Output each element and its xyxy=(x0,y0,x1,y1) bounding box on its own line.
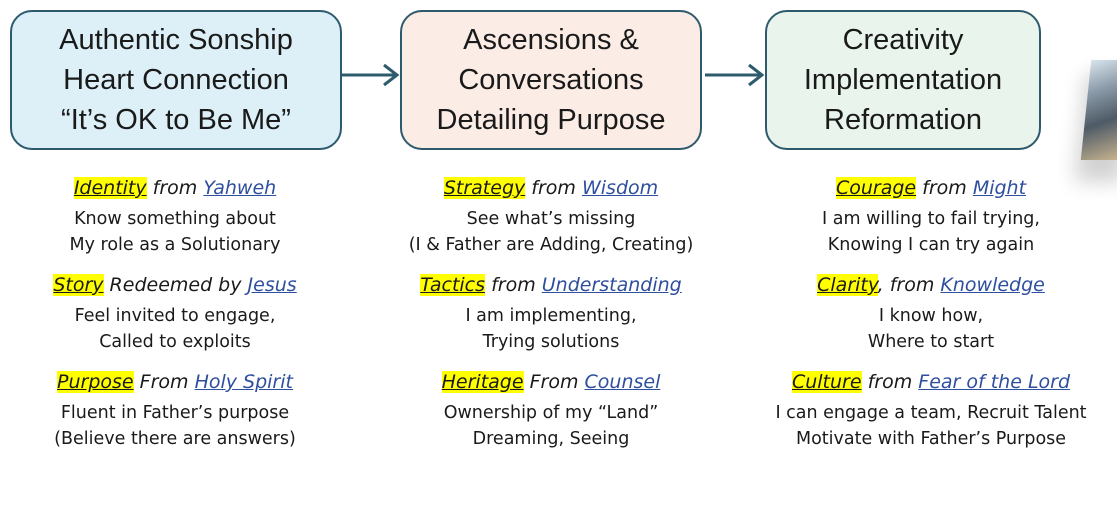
description: I am implementing, Trying solutions xyxy=(370,303,732,355)
description: Ownership of my “Land” Dreaming, Seeing xyxy=(370,400,732,452)
connector: from xyxy=(916,177,973,199)
attribute-line: Identity from Yahweh xyxy=(10,173,340,203)
attribute-line: Culture from Fear of the Lord xyxy=(745,367,1117,397)
attribute-line: Heritage From Counsel xyxy=(370,367,732,397)
box-line: Detailing Purpose xyxy=(436,104,666,136)
box-line: Implementation xyxy=(803,64,1003,96)
description-line: Dreaming, Seeing xyxy=(472,429,630,449)
source-link[interactable]: Jesus xyxy=(247,274,297,296)
source-link[interactable]: Fear of the Lord xyxy=(918,371,1071,393)
connector: from xyxy=(525,177,582,199)
connector: From xyxy=(133,371,195,393)
description-line: I can engage a team, Recruit Talent xyxy=(775,403,1087,423)
description: Fluent in Father’s purpose (Believe there… xyxy=(10,400,340,452)
source-link[interactable]: Holy Spirit xyxy=(194,371,293,393)
description: Feel invited to engage, Called to exploit… xyxy=(10,303,340,355)
source-link[interactable]: Understanding xyxy=(541,274,682,296)
keyword: Identity xyxy=(73,177,147,199)
attribute-line: Purpose From Holy Spirit xyxy=(10,367,340,397)
description: Know something about My role as a Solutio… xyxy=(10,206,340,258)
description: I am willing to fail trying, Knowing I ca… xyxy=(745,206,1117,258)
box-line: Ascensions & xyxy=(463,24,639,56)
attribute-line: Story Redeemed by Jesus xyxy=(10,270,340,300)
decorative-photo xyxy=(1080,60,1117,160)
description-line: Ownership of my “Land” xyxy=(443,403,659,423)
source-link[interactable]: Counsel xyxy=(584,371,661,393)
box-line: Authentic Sonship xyxy=(59,24,293,56)
description-line: (I & Father are Adding, Creating) xyxy=(408,235,694,255)
description-line: I am willing to fail trying, xyxy=(822,209,1040,229)
attribute-line: Clarity, from Knowledge xyxy=(745,270,1117,300)
connector: from xyxy=(861,371,919,393)
arrow-right-icon xyxy=(705,63,765,87)
keyword: Courage xyxy=(835,177,917,199)
column-ascensions: Strategy from Wisdom See what’s missing (… xyxy=(370,173,732,464)
box-line: Heart Connection xyxy=(63,64,289,96)
box-line: Creativity xyxy=(842,24,964,56)
keyword: Story xyxy=(53,274,104,296)
keyword: Purpose xyxy=(57,371,134,393)
source-link[interactable]: Wisdom xyxy=(581,177,659,199)
source-link[interactable]: Might xyxy=(972,177,1027,199)
description-line: Knowing I can try again xyxy=(827,235,1035,255)
keyword: Culture xyxy=(791,371,862,393)
box-line: “It’s OK to Be Me” xyxy=(61,104,291,136)
description-line: See what’s missing xyxy=(466,209,636,229)
arrow-right-icon xyxy=(342,63,400,87)
keyword: Clarity xyxy=(817,274,878,296)
description-line: Motivate with Father’s Purpose xyxy=(795,429,1067,449)
box-ascensions: Ascensions & Conversations Detailing Pur… xyxy=(400,10,702,150)
description-line: I am implementing, xyxy=(465,306,637,326)
connector: from xyxy=(146,177,204,199)
connector: from xyxy=(485,274,542,296)
description-line: Feel invited to engage, xyxy=(74,306,276,326)
connector: , from xyxy=(877,274,941,296)
description-line: Called to exploits xyxy=(99,332,251,352)
attribute-line: Strategy from Wisdom xyxy=(370,173,732,203)
description-line: Trying solutions xyxy=(482,332,620,352)
source-link[interactable]: Yahweh xyxy=(203,177,277,199)
description-line: Know something about xyxy=(74,209,276,229)
description: See what’s missing (I & Father are Adding… xyxy=(370,206,732,258)
box-creativity: Creativity Implementation Reformation xyxy=(765,10,1041,150)
column-creativity: Courage from Might I am willing to fail … xyxy=(745,173,1117,464)
description-line: My role as a Solutionary xyxy=(69,235,281,255)
connector: From xyxy=(523,371,585,393)
description-line: Where to start xyxy=(867,332,995,352)
description: I know how, Where to start xyxy=(745,303,1117,355)
column-sonship: Identity from Yahweh Know something abou… xyxy=(10,173,340,464)
source-link[interactable]: Knowledge xyxy=(940,274,1045,296)
box-authentic-sonship: Authentic Sonship Heart Connection “It’s… xyxy=(10,10,342,150)
box-line: Conversations xyxy=(458,64,644,96)
description-line: (Believe there are answers) xyxy=(54,429,296,449)
box-line: Reformation xyxy=(824,104,982,136)
description-line: Fluent in Father’s purpose xyxy=(60,403,290,423)
keyword: Tactics xyxy=(420,274,486,296)
description-line: I know how, xyxy=(878,306,984,326)
connector: Redeemed by xyxy=(103,274,248,296)
attribute-line: Tactics from Understanding xyxy=(370,270,732,300)
keyword: Heritage xyxy=(441,371,524,393)
attribute-line: Courage from Might xyxy=(745,173,1117,203)
keyword: Strategy xyxy=(443,177,526,199)
